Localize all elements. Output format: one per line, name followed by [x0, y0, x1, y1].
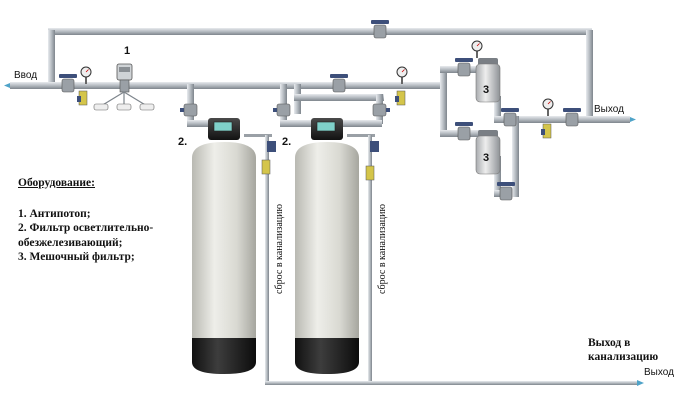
bag-filter [475, 130, 501, 175]
legend-item: обезжелезивающий; [18, 236, 123, 249]
bag-filter [475, 58, 501, 103]
manifold-valve[interactable] [180, 103, 198, 117]
drain-label-left: сброс в канализацию [274, 204, 285, 294]
manifold-valve[interactable] [372, 103, 390, 117]
marker-antiflood: 1 [124, 45, 131, 57]
drain-outlet-caption: Выход в канализацию [588, 337, 659, 363]
filter-tank [192, 118, 256, 374]
outlet-label: Выход [594, 104, 624, 115]
bypass-pipe [48, 28, 593, 120]
inlet-label: Ввод [14, 70, 38, 81]
pressure-gauge-icon [542, 98, 554, 116]
bypass-valve[interactable] [371, 20, 389, 39]
legend-title: Оборудование: [18, 177, 95, 189]
legend-item: 1. Антипотоп; [18, 207, 91, 220]
pressure-gauge-icon [396, 66, 408, 84]
sampling-valve-icon [77, 90, 88, 106]
marker-tank-right: 2. [282, 136, 292, 148]
inlet-pipe [4, 82, 440, 89]
marker-bag-filter-bottom: 3 [483, 152, 490, 164]
pressure-gauge-icon [80, 66, 92, 84]
sampling-valve-icon [395, 90, 406, 106]
equipment-legend: Оборудование: 1. Антипотоп; 2. Фильтр ос… [18, 176, 153, 265]
sampling-valve-icon [541, 123, 552, 139]
legend-item: 2. Фильтр осветлительно- [18, 222, 154, 234]
manifold-valve[interactable] [273, 103, 291, 117]
marker-bag-filter-top: 3 [483, 84, 490, 96]
bag-filter-valve[interactable] [455, 58, 581, 201]
drain-outlet-label: Выход [644, 367, 674, 378]
inlet-valve[interactable] [59, 74, 77, 93]
legend-item: 3. Мешочный фильтр; [18, 251, 135, 263]
manifold-valve[interactable] [330, 74, 348, 93]
drain-label-right: сброс в канализацию [377, 204, 388, 294]
pressure-gauge-icon [471, 40, 483, 58]
drain-pipe [244, 134, 644, 386]
drain-valve[interactable] [261, 141, 379, 181]
marker-tank-left: 2. [178, 136, 188, 148]
antiflood-unit [93, 63, 155, 111]
filter-tank [295, 118, 359, 374]
